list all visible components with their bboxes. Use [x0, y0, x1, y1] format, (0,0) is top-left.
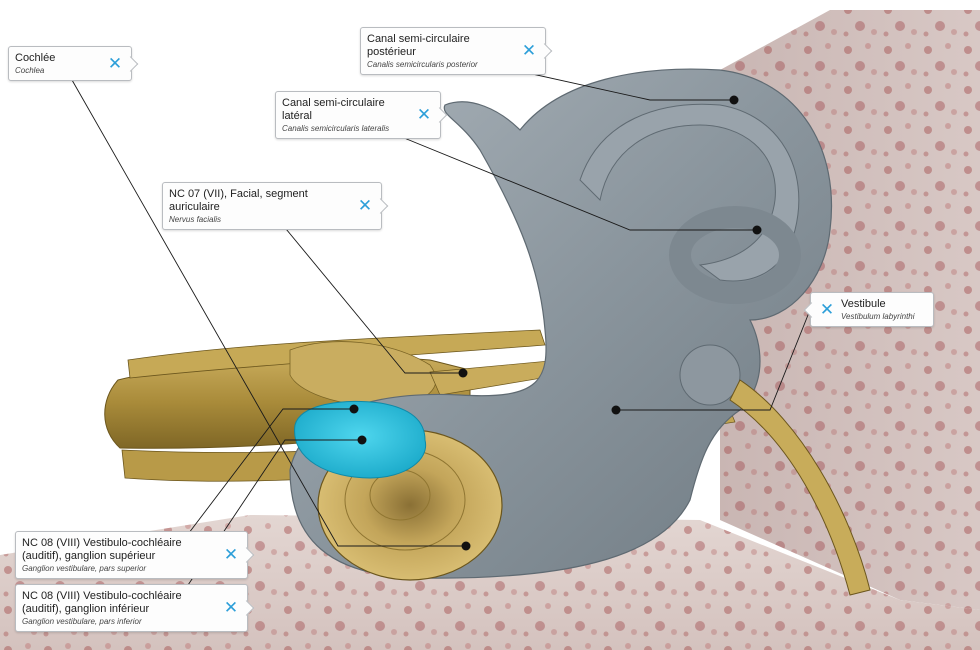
label-vestibule[interactable]: Vestibule Vestibulum labyrinthi ✕: [803, 292, 934, 327]
label-title: NC 07 (VII), Facial, segment auriculaire: [169, 188, 308, 213]
leader-lines: [71, 57, 811, 601]
anchor-nc07: [458, 368, 468, 378]
label-latin: Canalis semicircularis lateralis: [282, 124, 390, 133]
label-nc07[interactable]: NC 07 (VII), Facial, segment auriculaire…: [162, 182, 389, 230]
label-title-line2: (auditif), ganglion inférieur: [22, 603, 150, 615]
anchor-ganglion-inf: [357, 435, 367, 445]
label-cochlee[interactable]: Cochlée Cochlea ✕: [8, 46, 139, 81]
label-canal-posterieur[interactable]: Canal semi-circulaire postérieur Canalis…: [360, 27, 553, 75]
label-latin: Ganglion vestibulare, pars inferior: [22, 617, 142, 626]
label-title-line2: (auditif), ganglion supérieur: [22, 550, 156, 562]
label-title: Vestibule: [841, 298, 886, 310]
label-latin: Canalis semicircularis posterior: [367, 60, 478, 69]
anchor-cochlee: [461, 541, 471, 551]
close-icon[interactable]: ✕: [223, 545, 239, 565]
label-title: Cochlée: [15, 52, 56, 64]
close-icon[interactable]: ✕: [107, 53, 123, 74]
anchor-canal-lateral: [752, 225, 762, 235]
label-canal-lateral[interactable]: Canal semi-circulaire latéral Canalis se…: [275, 91, 448, 139]
close-icon[interactable]: ✕: [521, 41, 537, 61]
close-icon[interactable]: ✕: [223, 598, 239, 618]
anchor-canal-posterieur: [729, 95, 739, 105]
anchor-points: [349, 95, 762, 551]
label-latin: Nervus facialis: [169, 215, 222, 224]
label-title-line1: NC 08 (VIII) Vestibulo-cochléaire: [22, 590, 182, 602]
label-ganglion-superieur[interactable]: NC 08 (VIII) Vestibulo-cochléaire (audit…: [15, 531, 255, 579]
label-latin: Vestibulum labyrinthi: [841, 312, 915, 321]
close-icon[interactable]: ✕: [357, 196, 373, 216]
label-latin: Cochlea: [15, 66, 45, 75]
close-icon[interactable]: ✕: [416, 105, 432, 125]
label-latin: Ganglion vestibulare, pars superior: [22, 564, 147, 573]
label-ganglion-inferieur[interactable]: NC 08 (VIII) Vestibulo-cochléaire (audit…: [15, 584, 255, 632]
anchor-ganglion-sup: [349, 404, 359, 414]
facial-nerve: [729, 379, 871, 596]
close-icon[interactable]: ✕: [819, 299, 835, 320]
label-title-line1: NC 08 (VIII) Vestibulo-cochléaire: [22, 537, 182, 549]
anchor-vestibule: [611, 405, 621, 415]
label-title: Canal semi-circulaire latéral: [282, 97, 385, 122]
label-title: Canal semi-circulaire postérieur: [367, 33, 470, 58]
